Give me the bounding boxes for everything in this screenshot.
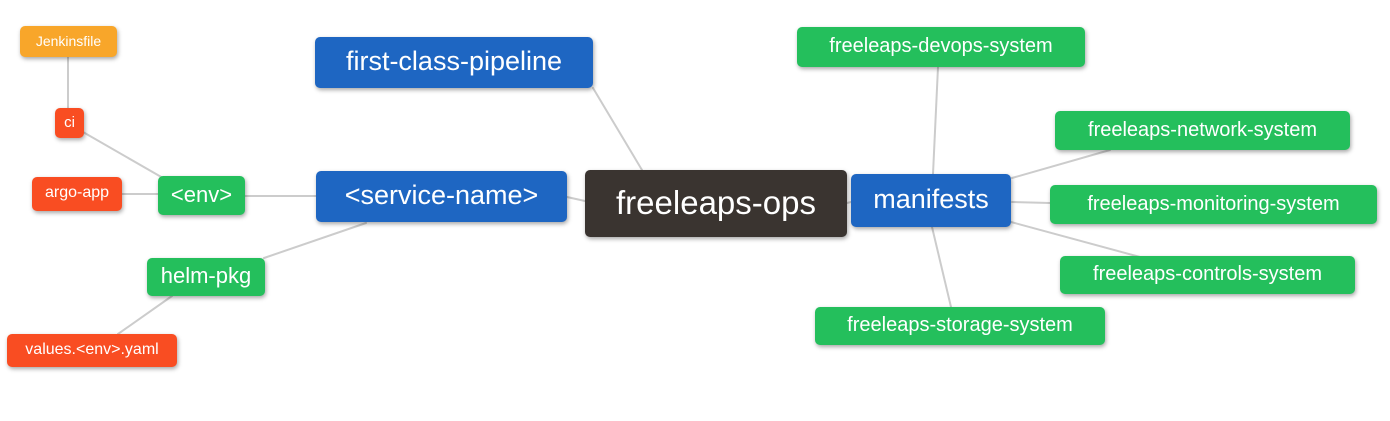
edge-helm-pkg-to-values-env-yaml: [117, 295, 173, 335]
edge-manifests-to-freeleaps-monitoring-system: [1011, 201, 1051, 204]
node-ci[interactable]: ci: [55, 108, 84, 138]
node-label: freeleaps-ops: [616, 184, 816, 221]
node-service-name[interactable]: <service-name>: [316, 171, 567, 222]
edge-helm-pkg-to-service-name: [263, 222, 367, 259]
edge-freeleaps-ops-to-manifests: [846, 201, 852, 204]
edge-manifests-to-freeleaps-controls-system: [1010, 221, 1141, 258]
node-freeleaps-network-system[interactable]: freeleaps-network-system: [1055, 111, 1350, 150]
edge-manifests-to-freeleaps-storage-system: [931, 226, 952, 308]
edge-first-class-pipeline-to-freeleaps-ops: [592, 87, 643, 171]
node-values-env-yaml[interactable]: values.<env>.yaml: [7, 334, 177, 367]
node-freeleaps-devops-system[interactable]: freeleaps-devops-system: [797, 27, 1085, 67]
node-label: first-class-pipeline: [345, 46, 563, 76]
node-jenkinsfile[interactable]: Jenkinsfile: [20, 26, 117, 57]
edge-manifests-to-freeleaps-network-system: [1011, 149, 1111, 179]
edge-ci-to-env: [82, 131, 164, 179]
node-freeleaps-monitoring-system[interactable]: freeleaps-monitoring-system: [1050, 185, 1377, 224]
node-label: ci: [64, 113, 75, 131]
node-label: values.<env>.yaml: [25, 340, 159, 358]
node-freeleaps-storage-system[interactable]: freeleaps-storage-system: [815, 307, 1105, 345]
node-freeleaps-ops[interactable]: freeleaps-ops: [585, 170, 847, 237]
node-label: freeleaps-storage-system: [847, 314, 1073, 336]
node-label: freeleaps-controls-system: [1093, 263, 1322, 285]
node-label: <env>: [170, 181, 233, 207]
node-label: manifests: [873, 184, 989, 214]
edge-service-name-to-freeleaps-ops: [566, 196, 586, 202]
node-manifests[interactable]: manifests: [851, 174, 1011, 227]
edge-manifests-to-freeleaps-devops-system: [932, 66, 939, 175]
node-first-class-pipeline[interactable]: first-class-pipeline: [315, 37, 593, 88]
node-env[interactable]: <env>: [158, 176, 245, 215]
node-helm-pkg[interactable]: helm-pkg: [147, 258, 265, 296]
node-label: <service-name>: [344, 180, 539, 210]
node-argo-app[interactable]: argo-app: [32, 177, 122, 211]
node-label: freeleaps-devops-system: [829, 35, 1053, 57]
node-label: Jenkinsfile: [35, 32, 102, 49]
node-label: argo-app: [44, 184, 110, 201]
node-label: freeleaps-monitoring-system: [1087, 192, 1340, 215]
node-label: freeleaps-network-system: [1088, 118, 1317, 141]
node-freeleaps-controls-system[interactable]: freeleaps-controls-system: [1060, 256, 1355, 294]
node-label: helm-pkg: [160, 263, 252, 288]
